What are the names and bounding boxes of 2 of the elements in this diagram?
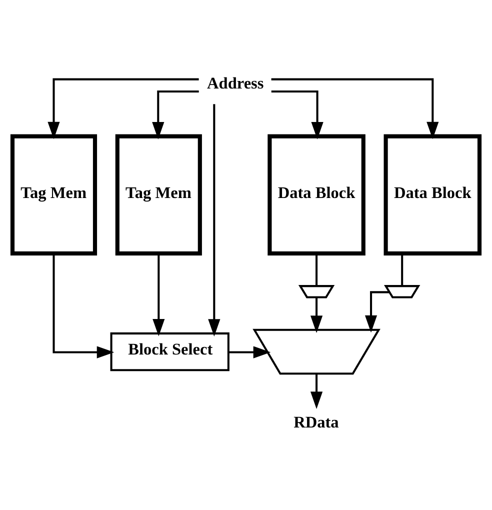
node-text: Address xyxy=(207,73,264,92)
node-text: RData xyxy=(294,412,339,432)
